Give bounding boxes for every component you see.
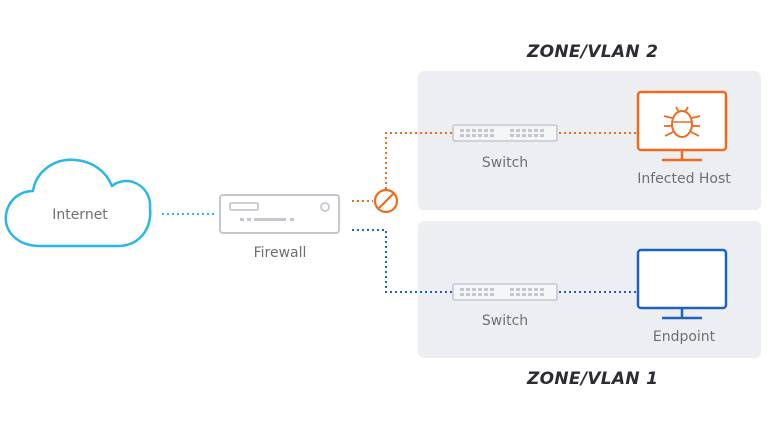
bug-monitor-icon [636,90,728,162]
firewall-appliance-icon [219,194,340,234]
blocked-icon [373,188,399,214]
switch-top-label: Switch [481,155,529,171]
zone-vlan2-title: ZONE/VLAN 2 [527,42,659,62]
zone-vlan1-title: ZONE/VLAN 1 [527,369,659,389]
firewall-label: Firewall [253,245,307,261]
endpoint-label: Endpoint [652,329,716,345]
link-block-switch-top [385,132,452,189]
link-firewall-zone1 [352,229,452,293]
network-switch-icon [452,124,558,142]
switch-bottom-label: Switch [481,313,529,329]
cloud-icon [4,158,152,248]
infected-host-label: Infected Host [637,171,731,187]
monitor-icon [636,248,728,320]
network-switch-icon [452,283,558,301]
internet-label: Internet [52,207,108,223]
